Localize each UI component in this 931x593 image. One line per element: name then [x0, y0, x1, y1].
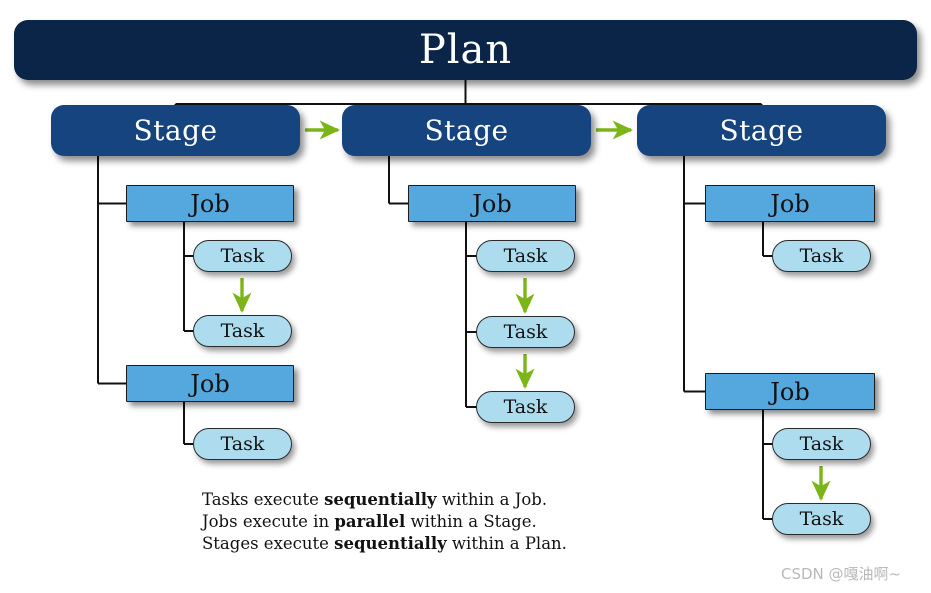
job-box-1-2-label: Job: [190, 369, 230, 398]
caption-line-3-post: within a Plan.: [446, 533, 567, 553]
task-pill-3-1-1-label: Task: [799, 245, 844, 267]
job-box-1-1-label: Job: [190, 189, 230, 218]
plan-box-label: Plan: [418, 27, 513, 73]
caption-line-1-emphasis: sequentially: [324, 490, 437, 509]
task-pill-3-2-2[interactable]: Task: [772, 503, 871, 535]
stage-box-1-label: Stage: [133, 114, 218, 147]
caption-line-1: Tasks execute sequentially within a Job.: [202, 489, 567, 511]
task-pill-3-2-1-label: Task: [799, 433, 844, 455]
caption-text: Tasks execute sequentially within a Job.…: [202, 489, 567, 554]
task-pill-1-2-1[interactable]: Task: [193, 428, 292, 460]
task-pill-1-1-1[interactable]: Task: [193, 240, 292, 272]
task-pill-2-1-3-label: Task: [503, 396, 548, 418]
stage-box-1[interactable]: Stage: [51, 105, 300, 156]
job-box-2-1[interactable]: Job: [408, 185, 576, 222]
caption-line-3-pre: Stages execute: [202, 533, 335, 553]
caption-line-2-emphasis: parallel: [334, 511, 406, 531]
caption-line-2-pre: Jobs execute in: [202, 511, 335, 531]
stage-box-2-label: Stage: [424, 114, 509, 147]
job-box-3-2[interactable]: Job: [705, 373, 875, 410]
task-pill-1-1-2[interactable]: Task: [193, 315, 292, 347]
task-pill-3-2-1[interactable]: Task: [772, 428, 871, 460]
task-pill-1-1-2-label: Task: [220, 320, 265, 342]
stage-box-2[interactable]: Stage: [342, 105, 591, 156]
caption-line-1-pre: Tasks execute: [202, 490, 325, 509]
task-pill-2-1-2-label: Task: [503, 321, 548, 343]
caption-line-3-emphasis: sequentially: [334, 533, 447, 553]
task-pill-1-2-1-label: Task: [220, 433, 265, 455]
job-box-1-1[interactable]: Job: [126, 185, 294, 222]
stage-box-3-label: Stage: [719, 114, 804, 147]
caption-line-2-post: within a Stage.: [405, 511, 537, 531]
caption-line-1-post: within a Job.: [436, 490, 548, 509]
job-box-2-1-label: Job: [472, 189, 512, 218]
plan-box[interactable]: Plan: [14, 20, 917, 80]
caption-line-2: Jobs execute in parallel within a Stage.: [202, 511, 567, 533]
task-pill-1-1-1-label: Task: [220, 245, 265, 267]
caption-line-3: Stages execute sequentially within a Pla…: [202, 533, 567, 555]
job-box-1-2[interactable]: Job: [126, 365, 294, 402]
task-pill-2-1-1[interactable]: Task: [476, 240, 575, 272]
task-pill-2-1-2[interactable]: Task: [476, 316, 575, 348]
watermark-label: CSDN @嘎油啊~: [781, 565, 902, 583]
job-box-3-2-label: Job: [770, 377, 810, 406]
task-pill-2-1-3[interactable]: Task: [476, 391, 575, 423]
job-box-3-1[interactable]: Job: [705, 185, 875, 222]
stage-box-3[interactable]: Stage: [637, 105, 886, 156]
task-pill-3-2-2-label: Task: [799, 508, 844, 530]
job-box-3-1-label: Job: [770, 189, 810, 218]
task-pill-3-1-1[interactable]: Task: [772, 240, 871, 272]
task-pill-2-1-1-label: Task: [503, 245, 548, 267]
